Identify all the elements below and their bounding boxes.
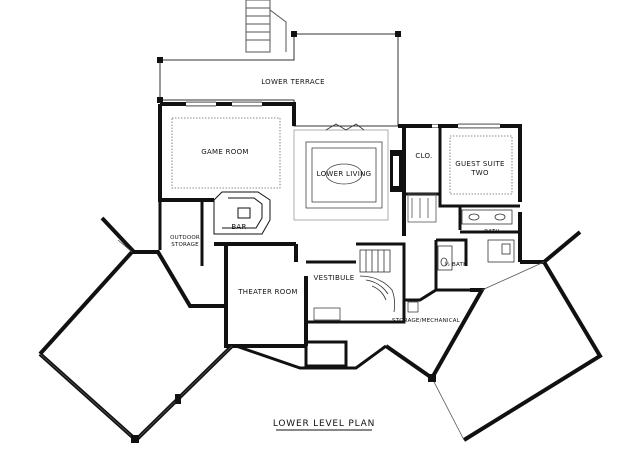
label-outdoor-storage-2: STORAGE	[171, 242, 199, 248]
bath-fixtures	[437, 209, 515, 271]
storage-mechanical-walls	[304, 288, 470, 324]
right-wing-thin-lines	[431, 261, 545, 441]
label-theater-room: THEATER ROOM	[237, 288, 298, 296]
guest-suite-border	[449, 135, 513, 195]
right-wing-post	[428, 374, 436, 382]
plan-title: LOWER LEVEL PLAN	[273, 419, 375, 429]
closet-shelves	[407, 193, 437, 223]
right-wing-walls	[384, 230, 603, 442]
main-stair	[359, 249, 396, 313]
outdoor-storage-walls	[158, 200, 204, 266]
label-bath: BATH	[484, 229, 499, 235]
vestibule-walls	[306, 242, 406, 296]
label-half-bath: ½ BATH	[445, 261, 468, 268]
upper-stair	[245, 0, 287, 53]
game-room-border	[171, 117, 281, 189]
label-outdoor-storage: OUTDOOR	[170, 235, 200, 241]
label-guest-suite: GUEST SUITE	[455, 160, 505, 168]
label-game-room: GAME ROOM	[201, 148, 249, 156]
window-frames	[186, 101, 500, 129]
left-wing-post	[175, 394, 181, 404]
left-wing-thin-lines	[39, 239, 233, 441]
label-guest-suite-two: TWO	[470, 169, 489, 177]
label-storage-mechanical: STORAGE/MECHANICAL	[392, 318, 461, 324]
bar-counter	[213, 191, 271, 235]
label-lower-terrace: LOWER TERRACE	[261, 78, 325, 86]
bath-walls	[434, 230, 520, 290]
lower-living-area	[293, 123, 389, 221]
mechanical-equipment	[313, 301, 419, 321]
window-marks	[186, 102, 500, 128]
label-bar: BAR	[231, 223, 246, 231]
label-closet: CLO.	[415, 152, 432, 160]
terrace-posts	[157, 31, 401, 103]
fireplace	[390, 150, 402, 192]
label-vestibule: VESTIBULE	[314, 274, 355, 282]
lower-projection	[235, 340, 387, 370]
label-lower-living: LOWER LIVING	[317, 170, 372, 178]
left-wing-corner-post	[131, 435, 139, 443]
